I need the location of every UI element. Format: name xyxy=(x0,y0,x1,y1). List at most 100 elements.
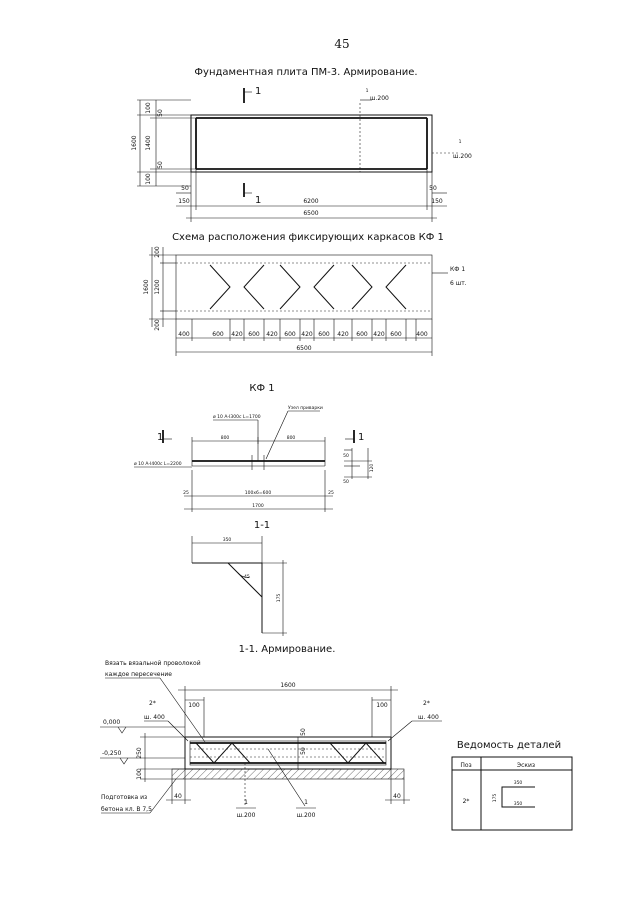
plan-dim-left-5: 100 xyxy=(145,173,152,185)
plan-dim-bottom-inner-right: 50 xyxy=(429,185,437,192)
reinf-step-1a: ш.200 xyxy=(237,812,256,819)
plan-dim-bottom-3: 150 xyxy=(431,198,443,205)
scheme-frame-label: КФ 1 xyxy=(450,266,465,273)
section11-angle: 45 xyxy=(244,574,250,580)
frame-kf1-1 xyxy=(209,264,231,310)
plan-dim-bottom-inner-left: 50 xyxy=(181,185,189,192)
plan-view: Фундаментная плита ПМ-3. Армирование. 1 … xyxy=(131,67,472,222)
frames-layout-scheme: Схема расположения фиксирующих каркасов … xyxy=(143,232,467,356)
section11-bar-bent xyxy=(192,562,263,633)
section-1-1: 1-1 350 45 175 xyxy=(191,520,287,636)
kf1-dim-h2: 120 xyxy=(369,464,375,473)
kf1-dim-h1: 50 xyxy=(343,453,349,459)
plan-dim-height: 1600 xyxy=(131,135,138,150)
reinf-dim-100-right: 100 xyxy=(376,702,388,709)
kf1-rebar-top-label: ø 10 А-I300с L=1700 xyxy=(213,414,261,420)
parts-schedule: Ведомость деталей Поз Эскиз 2* 350 175 3… xyxy=(451,740,573,831)
reinf-dim-100-base: 100 xyxy=(136,768,143,780)
reinf-dim-40-left: 40 xyxy=(174,793,182,800)
kf1-dim-a: 800 xyxy=(221,435,230,441)
kf1-node-label: Узел приварки xyxy=(288,405,323,411)
scheme-dim-bottom-10: 600 xyxy=(356,331,368,338)
reinf-mid-50: 50 xyxy=(300,747,307,755)
scheme-dim-left-1: 200 xyxy=(154,246,161,258)
kf1-dim-h3: 50 xyxy=(343,479,349,485)
level-marker-bottom xyxy=(119,757,129,765)
parts-sketch-bottom: 350 xyxy=(514,801,523,807)
concrete-preparation xyxy=(171,768,405,780)
scheme-dim-bottom-11: 420 xyxy=(373,331,385,338)
reinf-mesh xyxy=(189,740,387,766)
scheme-dim-bottom-6: 600 xyxy=(284,331,296,338)
plan-dim-left-4: 50 xyxy=(157,161,164,169)
scheme-dim-bottom-2: 600 xyxy=(212,331,224,338)
parts-col-sketch: Эскиз xyxy=(517,762,535,769)
parts-table-title: Ведомость деталей xyxy=(457,740,561,751)
scheme-dim-height: 1600 xyxy=(143,279,150,294)
reinf-prep-line2: бетона кл. В 7,5 xyxy=(101,806,152,813)
reinf-frame-left xyxy=(195,742,251,764)
scheme-dim-length: 6500 xyxy=(296,345,311,352)
parts-row-pos: 2* xyxy=(463,798,470,805)
kf1-frame-detail: КФ 1 ø 10 А-I300с L=1700 Узел приварки 1… xyxy=(134,383,375,512)
plan-title: Фундаментная плита ПМ-3. Армирование. xyxy=(194,67,417,78)
reinf-bar-left-pos: 2* xyxy=(149,700,156,707)
frame-kf1-4 xyxy=(313,264,335,310)
reinf-note-line1: Вязать вязальной проволокой xyxy=(105,660,201,667)
reinf-step-1b: ш.200 xyxy=(297,812,316,819)
plan-dim-left-2: 50 xyxy=(157,109,164,117)
parts-table xyxy=(451,756,573,831)
scheme-dim-bottom-9: 420 xyxy=(337,331,349,338)
section-mark-top: 1 xyxy=(255,86,261,97)
scheme-dim-left-3: 200 xyxy=(154,319,161,331)
rebar-step-top: ш.200 xyxy=(370,95,389,102)
reinf-level-bottom: -0,250 xyxy=(102,750,122,757)
reinf-mark-1b: 1 xyxy=(304,799,308,806)
scheme-frame-count: 6 шт. xyxy=(450,280,467,287)
level-marker-top xyxy=(117,726,127,734)
scheme-dim-bottom-1: 400 xyxy=(178,331,190,338)
kf1-section-mark-left: 1 xyxy=(157,432,163,443)
reinf-mark-1a: 1 xyxy=(244,799,248,806)
scheme-dim-bottom-5: 420 xyxy=(266,331,278,338)
section11-dim-height: 175 xyxy=(276,594,282,603)
scheme-dim-bottom-12: 600 xyxy=(390,331,402,338)
kf1-dim-end-right: 25 xyxy=(328,490,334,496)
slab-outline xyxy=(190,114,433,173)
page-number: 45 xyxy=(334,37,349,51)
scheme-dim-bottom-7: 420 xyxy=(301,331,313,338)
rebar-step-right: ш.200 xyxy=(453,153,472,160)
reinf-frame-right xyxy=(329,742,385,764)
section-1-1-reinforcement: 1-1. Армирование. Вязать вязальной прово… xyxy=(100,644,442,819)
frame-kf1-3 xyxy=(279,264,301,310)
kf1-dim-total: 1700 xyxy=(252,503,264,509)
parts-sketch-top: 350 xyxy=(514,780,523,786)
rebar-mesh-outline xyxy=(195,117,428,170)
frame-kf1-6 xyxy=(385,264,407,310)
parts-sketch-side: 175 xyxy=(492,794,498,803)
scheme-dim-bottom-3: 420 xyxy=(231,331,243,338)
section11-dim-top: 350 xyxy=(223,537,232,543)
section-mark-bottom: 1 xyxy=(255,195,261,206)
parts-col-pos: Поз xyxy=(460,762,471,769)
scheme-dim-left-2: 1200 xyxy=(154,279,161,294)
reinf-note-line2: каждое пересечение xyxy=(105,671,172,678)
plan-dim-bottom-1: 150 xyxy=(178,198,190,205)
plan-dim-bottom-2: 6200 xyxy=(303,198,318,205)
reinf-cover-50: 50 xyxy=(300,728,307,736)
scheme-dim-bottom-13: 400 xyxy=(416,331,428,338)
kf1-dim-end-left: 25 xyxy=(183,490,189,496)
kf1-dim-c: 100х6=600 xyxy=(245,490,272,496)
reinf-bar-right-pos: 2* xyxy=(423,700,430,707)
scheme-dim-bottom-8: 600 xyxy=(318,331,330,338)
reinf-bar-right-step: ш. 400 xyxy=(418,714,439,721)
reinf-dim-width: 1600 xyxy=(280,682,295,689)
plan-dim-left-1: 100 xyxy=(145,102,152,114)
kf1-rebar-bottom-label: ø 10 А-I400с L=2200 xyxy=(134,461,182,467)
reinf-title: 1-1. Армирование. xyxy=(239,644,336,655)
section11-title: 1-1 xyxy=(254,520,270,531)
reinf-level-top: 0,000 xyxy=(103,719,120,726)
frame-kf1-5 xyxy=(351,264,373,310)
scheme-dim-bottom-4: 600 xyxy=(248,331,260,338)
